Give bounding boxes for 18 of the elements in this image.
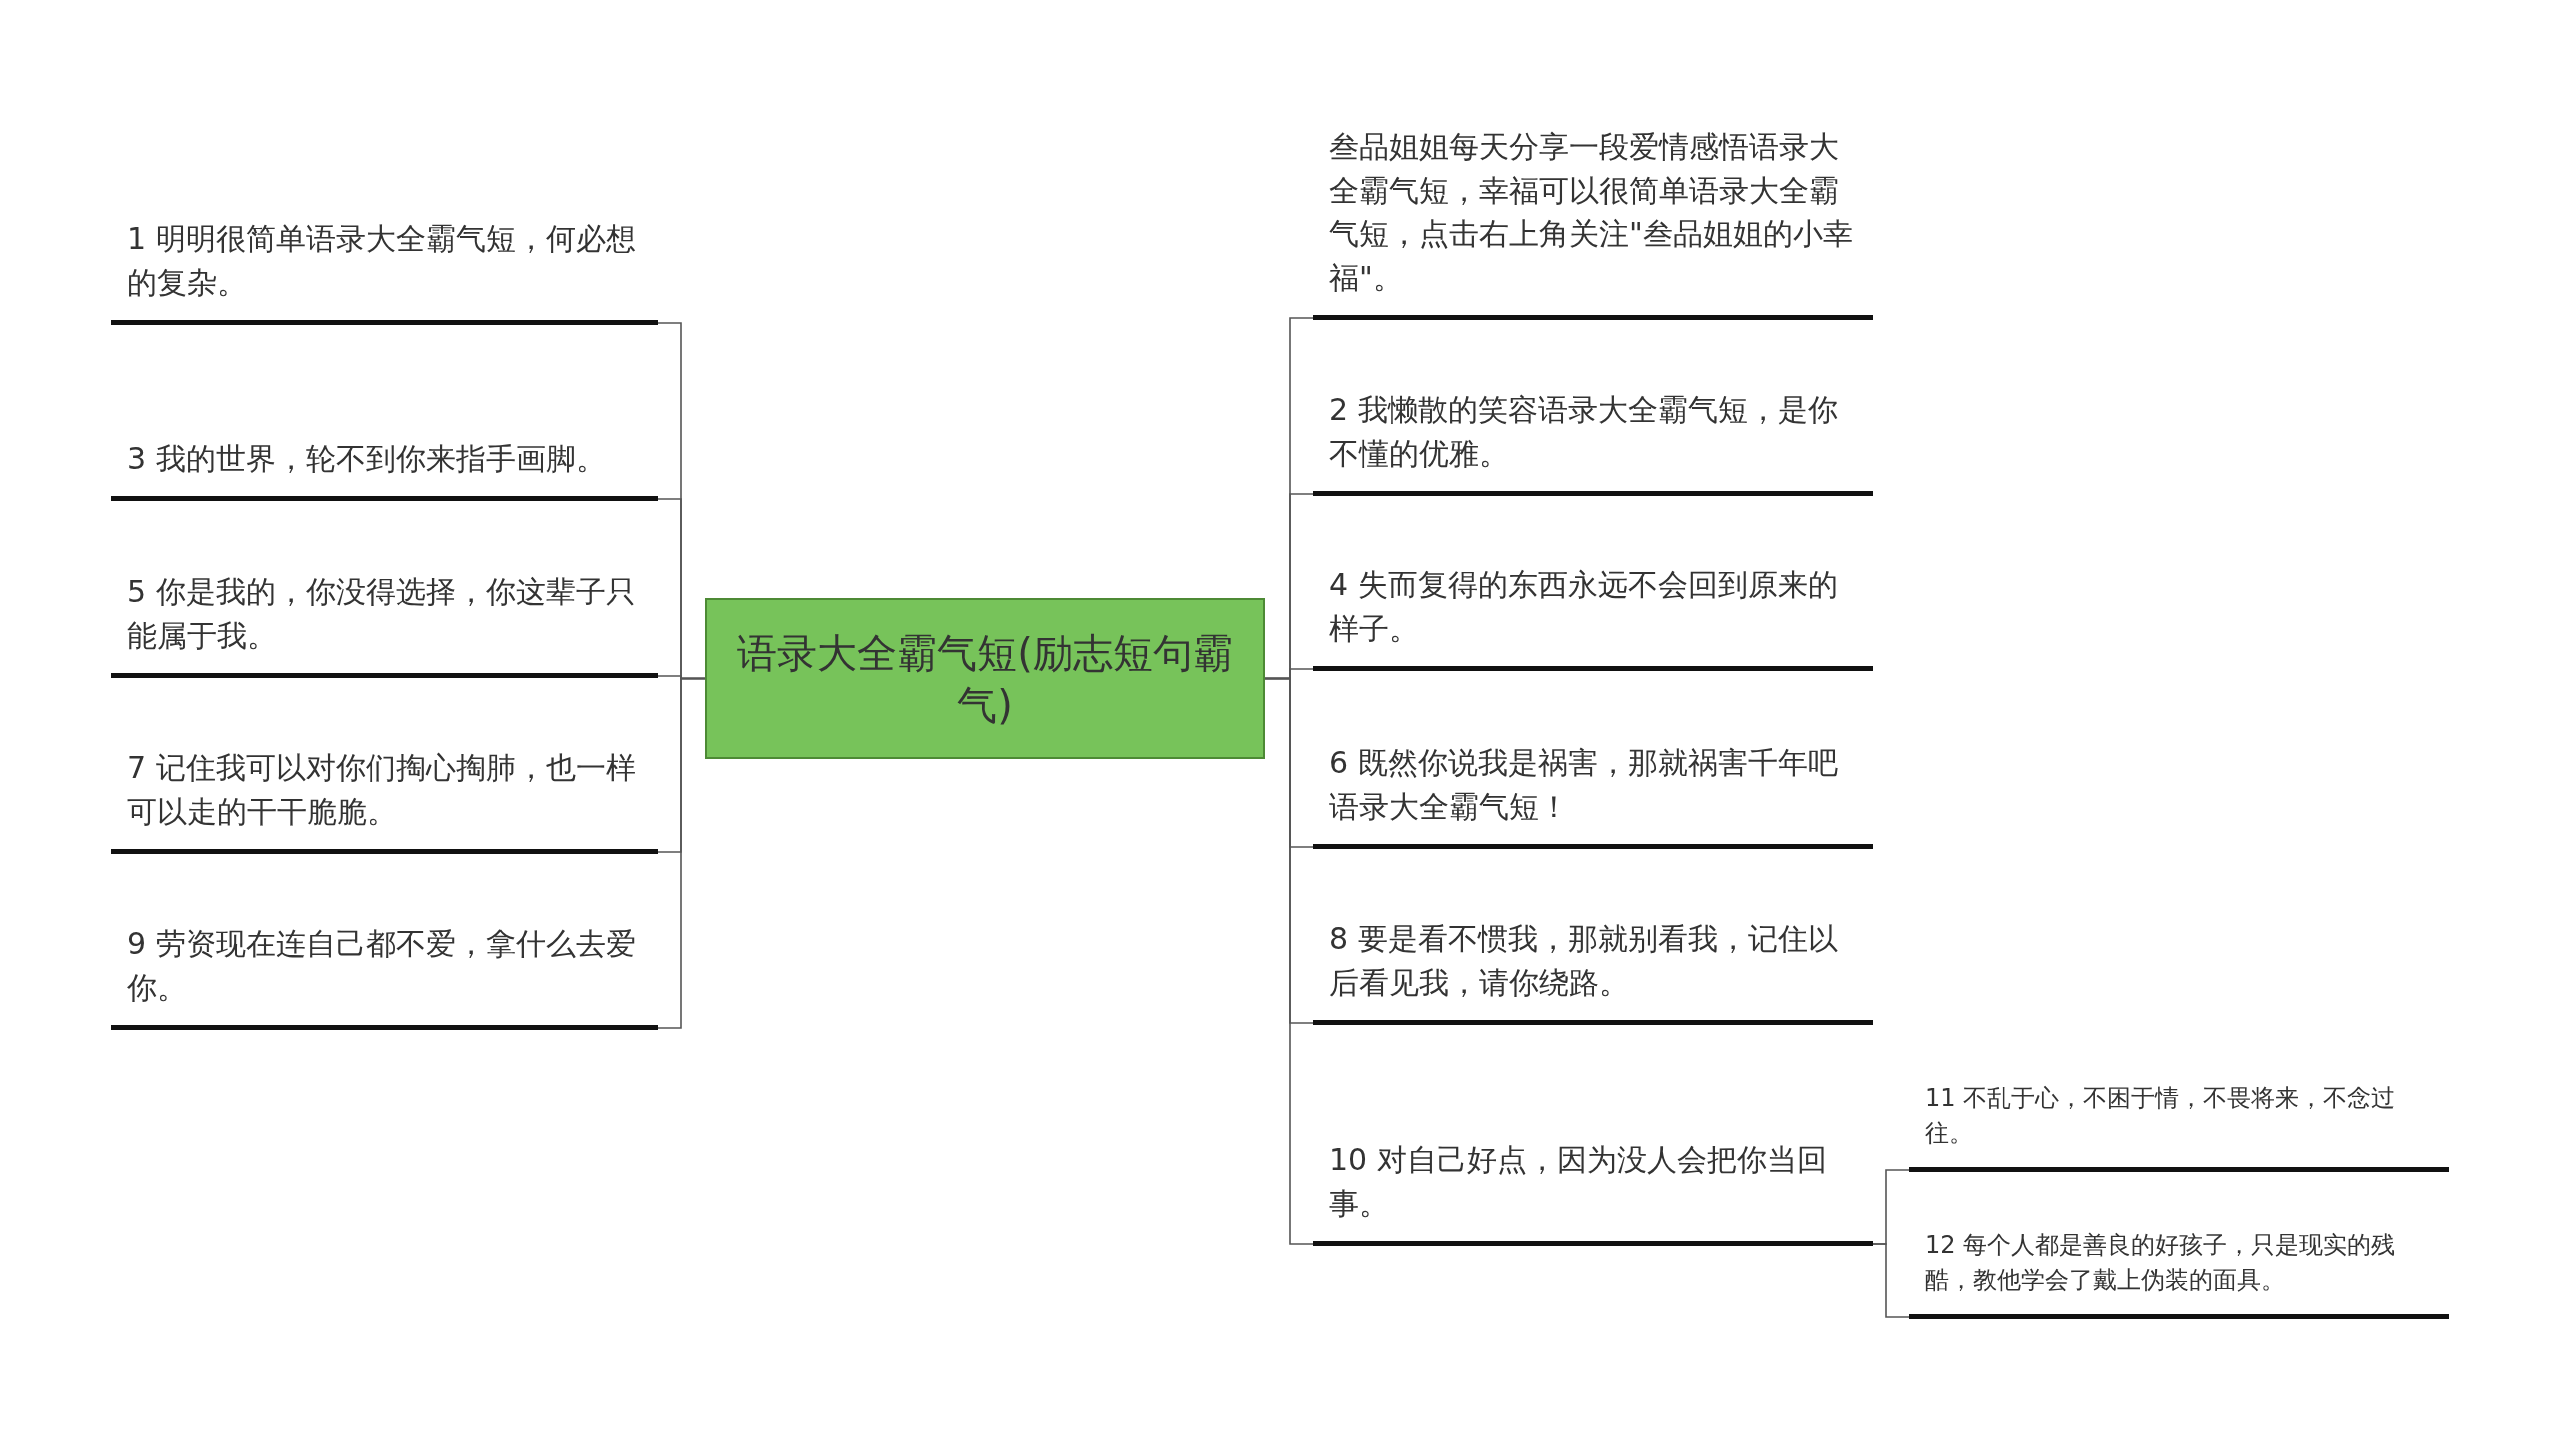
topic-text: 11 不乱于心，不困于情，不畏将来，不念过往。 bbox=[1925, 1083, 2397, 1150]
topic-text: 12 每个人都是善良的好孩子，只是现实的残酷，教他学会了戴上伪装的面具。 bbox=[1925, 1230, 2397, 1297]
topic-text: 叁品姐姐每天分享一段爱情感悟语录大全霸气短，幸福可以很简单语录大全霸气短，点击右上角关注"叁品姐姐的小幸福"。 bbox=[1329, 128, 1854, 297]
topic-text: 10 对自己好点，因为没人会把你当回事。 bbox=[1329, 1141, 1828, 1223]
topic-text: 5 你是我的，你没得选择，你这辈子只能属于我。 bbox=[127, 573, 637, 655]
topic-text: 1 明明很简单语录大全霸气短，何必想的复杂。 bbox=[127, 220, 637, 302]
connector-line bbox=[657, 677, 706, 1029]
topic-text: 8 要是看不惯我，那就别看我，记住以后看见我，请你绕路。 bbox=[1329, 920, 1839, 1002]
topic-text: 4 失而复得的东西永远不会回到原来的样子。 bbox=[1329, 566, 1839, 648]
topic-text: 3 我的世界，轮不到你来指手画脚。 bbox=[127, 439, 607, 478]
central-topic-text: 语录大全霸气短(励志短句霸气) bbox=[736, 628, 1234, 730]
topic-text: 9 劳资现在连自己都不爱，拿什么去爱你。 bbox=[127, 925, 637, 1007]
topic-text: 2 我懒散的笑容语录大全霸气短，是你不懂的优雅。 bbox=[1329, 391, 1839, 473]
connector-line bbox=[1264, 677, 1314, 1245]
connector-line bbox=[1872, 1243, 1910, 1318]
central-topic-box bbox=[705, 598, 1265, 759]
topic-text: 6 既然你说我是祸害，那就祸害千年吧语录大全霸气短！ bbox=[1329, 744, 1839, 826]
topic-text: 7 记住我可以对你们掏心掏肺，也一样可以走的干干脆脆。 bbox=[127, 749, 637, 831]
